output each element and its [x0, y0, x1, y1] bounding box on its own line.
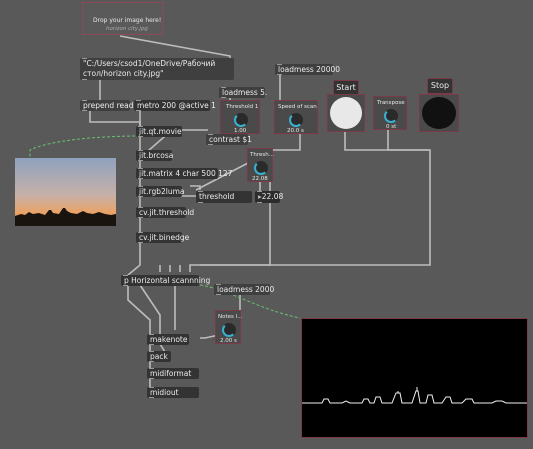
jit-matrix-object[interactable]: jit.matrix 4 char 500 127	[136, 168, 232, 179]
edge-output-window	[301, 318, 528, 438]
makenote-object[interactable]: makenote	[147, 334, 189, 345]
edge-skyline-line	[302, 387, 527, 404]
contrast-message[interactable]: contrast $1	[206, 134, 252, 145]
speed-dial-panel: Speed of scan 20.0 s	[274, 100, 318, 134]
transpose-dial-label: Transpose	[377, 100, 405, 106]
threshold1-dial-panel: Threshold 1 1.00	[220, 100, 260, 134]
threshold1-dial[interactable]	[234, 113, 248, 127]
dropzone-title: Drop your image here!	[93, 17, 162, 24]
midiformat-object[interactable]: midiformat	[147, 368, 199, 379]
image-dropzone[interactable]: Drop your image here! horizon city.jpg	[82, 2, 164, 35]
cv-jit-binedge-object[interactable]: cv.jit.binedge	[136, 232, 189, 243]
speed-dial-label: Speed of scan	[278, 104, 317, 110]
notes-length-dial-panel: Notes l... 2.00 s	[215, 310, 243, 344]
thresh-dial[interactable]	[254, 161, 268, 175]
transpose-dial-value: 0 st	[386, 124, 397, 130]
dropzone-filename: horizon city.jpg	[106, 26, 148, 32]
speed-dial-value: 20.0 s	[287, 128, 304, 134]
thresh-dial-label: Thresh...	[250, 152, 274, 158]
prepend-read-message[interactable]: prepend read	[80, 100, 133, 111]
midiout-object[interactable]: midiout	[147, 387, 199, 398]
pack-object[interactable]: pack	[147, 351, 171, 362]
threshold1-dial-label: Threshold 1	[226, 104, 259, 110]
transpose-dial[interactable]	[384, 109, 398, 123]
threshold-number-value: 22.08	[261, 192, 284, 201]
start-button[interactable]	[330, 97, 362, 129]
notes-length-dial[interactable]	[222, 323, 236, 337]
thresh-dial-value: 22.08	[252, 176, 268, 182]
jit-pwindow-preview	[15, 158, 116, 226]
metro-object[interactable]: metro 200 @active 1	[134, 100, 216, 111]
loadmess-5-message[interactable]: loadmess 5.	[219, 87, 267, 98]
loadmess-20000-message[interactable]: loadmess 20000	[275, 64, 340, 75]
threshold-number-box[interactable]: ▸22.08	[255, 191, 284, 203]
stop-button[interactable]	[422, 97, 456, 129]
skyline-photo	[15, 208, 116, 226]
loadmess-2000-message[interactable]: loadmess 2000	[214, 284, 274, 295]
speed-dial[interactable]	[289, 113, 303, 127]
thresh-dial-panel: Thresh... 22.08	[247, 148, 274, 182]
cv-jit-threshold-object[interactable]: cv.jit.threshold	[136, 207, 194, 218]
horizontal-scanning-subpatch[interactable]: p Horizontal scannning	[121, 275, 210, 286]
stop-button-label[interactable]: Stop	[427, 78, 453, 94]
jit-rgb2luma-object[interactable]: jit.rgb2luma	[136, 186, 184, 197]
jit-brcosa-object[interactable]: jit.brcosa	[136, 150, 173, 161]
notes-length-dial-value: 2.00 s	[220, 338, 237, 344]
number-arrow-icon: ▸	[258, 192, 262, 201]
transpose-dial-panel: Transpose 0 st	[373, 96, 407, 130]
threshold1-dial-value: 1.00	[234, 128, 247, 134]
path-message[interactable]: "C:/Users/csod1/OneDrive/Рабочий стол/ho…	[80, 58, 234, 80]
jit-qt-movie-object[interactable]: jit.qt.movie	[136, 126, 182, 137]
notes-length-dial-label: Notes l...	[218, 314, 243, 320]
threshold-object[interactable]: threshold	[196, 191, 252, 203]
